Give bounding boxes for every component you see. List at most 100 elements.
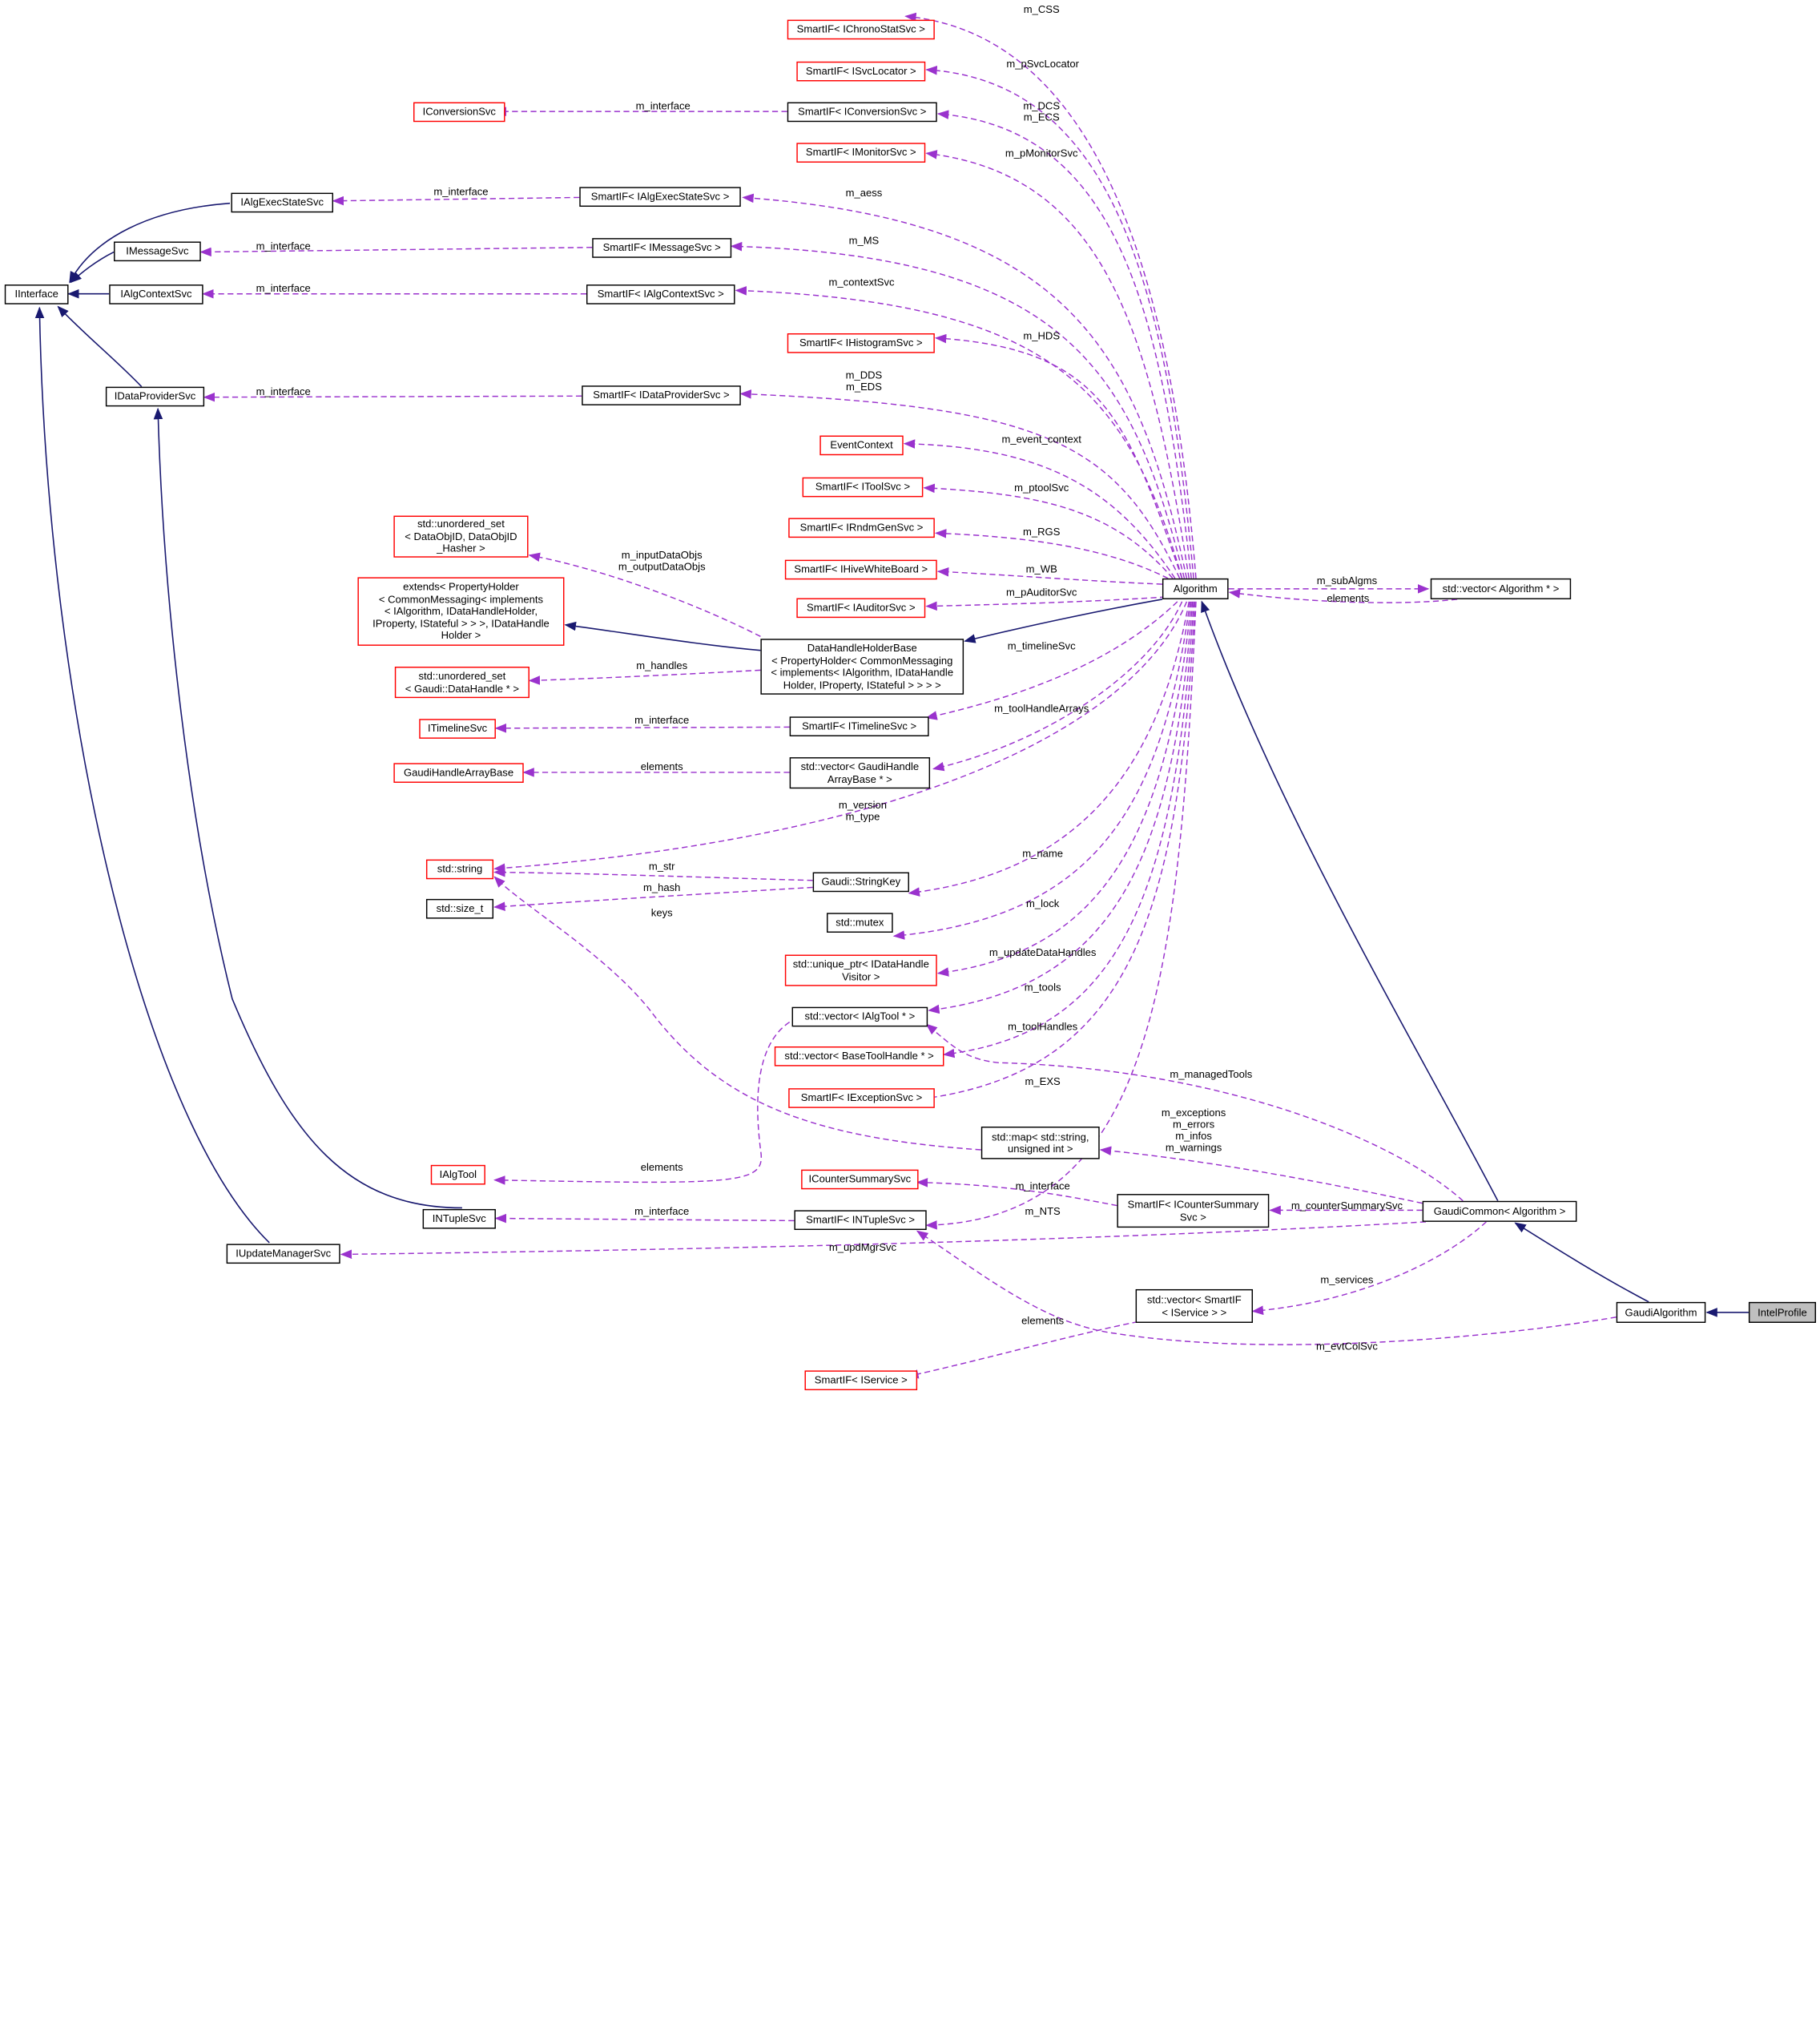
edge-label-m-name: m_name	[1022, 848, 1064, 860]
edge-inherit-imessage	[70, 251, 115, 284]
node-smartif-ihivewhiteboard[interactable]: SmartIF< IHiveWhiteBoard >	[784, 559, 937, 580]
edge-label-m-timelinesvc: m_timelineSvc	[1007, 639, 1076, 652]
edge-inherit-idataprovider	[57, 305, 143, 388]
edge-label-m-lock: m_lock	[1025, 897, 1060, 909]
edge-label-m-interface-timeline: m_interface	[634, 714, 690, 726]
edge-label-elements-services: elements	[1021, 1314, 1065, 1327]
node-ialgcontextsvc[interactable]: IAlgContextSvc	[109, 284, 203, 304]
node-itimelinesvc[interactable]: ITimelineSvc	[419, 719, 496, 739]
node-gaudihandlearraybase[interactable]: GaudiHandleArrayBase	[393, 763, 524, 783]
edge-label-m-contextsvc: m_contextSvc	[828, 276, 895, 288]
edge-label-m-dds-eds: m_DDS m_EDS	[845, 369, 883, 393]
node-std-size-t[interactable]: std::size_t	[425, 898, 494, 919]
node-smartif-ialgcontextsvc[interactable]: SmartIF< IAlgContextSvc >	[586, 284, 735, 304]
node-gaudi-stringkey[interactable]: Gaudi::StringKey	[812, 872, 909, 893]
node-smartif-intuplesvc[interactable]: SmartIF< INTupleSvc >	[794, 1210, 927, 1231]
edge-label-keys: keys	[650, 907, 673, 919]
node-smartif-imessagesvc[interactable]: SmartIF< IMessageSvc >	[592, 238, 732, 258]
node-datahandleholderbase[interactable]: DataHandleHolderBase < PropertyHolder< C…	[760, 639, 964, 695]
node-smartif-icountersummarysvc[interactable]: SmartIF< ICounterSummary Svc >	[1117, 1194, 1270, 1228]
node-iupdatemanagersvc[interactable]: IUpdateManagerSvc	[226, 1244, 340, 1264]
node-algorithm[interactable]: Algorithm	[1162, 578, 1229, 599]
edge-label-m-updmgrsvc: m_updMgrSvc	[828, 1241, 897, 1254]
node-iconversionsvc[interactable]: IConversionSvc	[413, 102, 505, 123]
node-smartif-irndmgensvc[interactable]: SmartIF< IRndmGenSvc >	[788, 518, 935, 538]
edge-inherit-algorithm	[1201, 600, 1499, 1202]
node-gaudialgorithm[interactable]: GaudiAlgorithm	[1616, 1301, 1706, 1323]
edge-label-m-dcs-ecs: m_DCS m_ECS	[1023, 99, 1061, 123]
edge-inherit-gaudicommon	[1514, 1222, 1649, 1303]
edge-label-m-ptoolsvc: m_ptoolSvc	[1014, 482, 1069, 494]
node-unordered-set-datahandle[interactable]: std::unordered_set < Gaudi::DataHandle *…	[394, 667, 529, 699]
edge-label-m-rgs: m_RGS	[1022, 526, 1061, 538]
edge-label-m-pauditorsvc: m_pAuditorSvc	[1005, 586, 1077, 599]
edge-label-m-inputdataobjs: m_inputDataObjs m_outputDataObjs	[618, 549, 706, 573]
node-smartif-idataprovidersvc[interactable]: SmartIF< IDataProviderSvc >	[582, 385, 741, 405]
node-imessagesvc[interactable]: IMessageSvc	[114, 241, 201, 262]
edge-label-m-psvclocator: m_pSvcLocator	[1006, 58, 1079, 70]
node-idataprovidersvc[interactable]: IDataProviderSvc	[105, 386, 205, 407]
node-smartif-ichronostatsvc[interactable]: SmartIF< IChronoStatSvc >	[787, 19, 935, 40]
edge-label-elements-algtool: elements	[640, 1161, 683, 1173]
diagram-edges	[34, 12, 1749, 1379]
node-ialgtool[interactable]: IAlgTool	[430, 1164, 485, 1185]
node-unordered-set-dataobjid[interactable]: std::unordered_set < DataObjID, DataObjI…	[393, 515, 529, 558]
node-vector-basetoolhandle[interactable]: std::vector< BaseToolHandle * >	[774, 1046, 944, 1066]
node-smartif-ialgexecstatesvc[interactable]: SmartIF< IAlgExecStateSvc >	[579, 187, 741, 208]
node-smartif-isvclocator[interactable]: SmartIF< ISvcLocator >	[796, 61, 926, 82]
node-vector-algorithm[interactable]: std::vector< Algorithm * >	[1430, 578, 1572, 599]
edge-label-m-handles: m_handles	[636, 659, 688, 671]
edge-inherit-intuple	[153, 407, 462, 1209]
node-std-map[interactable]: std::map< std::string, unsigned int >	[980, 1127, 1100, 1159]
edge-label-m-updatedatahandles: m_updateDataHandles	[989, 946, 1097, 958]
edge-label-m-css: m_CSS	[1023, 3, 1060, 15]
edge-label-elements-gaudihandle: elements	[640, 760, 683, 772]
node-std-string[interactable]: std::string	[425, 859, 494, 880]
edge-label-m-managedtools: m_managedTools	[1170, 1068, 1253, 1081]
edge-inherit-iupdatemgr	[34, 306, 270, 1244]
edge-label-m-aess: m_aess	[845, 187, 883, 199]
edge-label-m-counters: m_exceptions m_errors m_infos m_warnings	[1161, 1107, 1226, 1154]
node-intelprofile[interactable]: IntelProfile	[1748, 1301, 1817, 1323]
edge-label-m-interface-ntuple: m_interface	[634, 1205, 690, 1218]
node-gaudicommon-algorithm[interactable]: GaudiCommon< Algorithm >	[1422, 1200, 1577, 1222]
node-smartif-iservice[interactable]: SmartIF< IService >	[804, 1370, 918, 1391]
edge-label-m-services: m_services	[1320, 1274, 1374, 1286]
edge-label-m-interface-msg: m_interface	[256, 240, 311, 252]
edge-label-m-pmonitorsvc: m_pMonitorSvc	[1005, 147, 1078, 159]
node-iinterface[interactable]: IInterface	[4, 284, 69, 304]
node-smartif-itimelinesvc[interactable]: SmartIF< ITimelineSvc >	[789, 716, 929, 736]
edge-label-m-exs: m_EXS	[1025, 1075, 1061, 1087]
edge-label-m-version-type: m_version m_type	[838, 799, 888, 823]
edge-label-m-evtcolsvc: m_evtColSvc	[1315, 1340, 1378, 1353]
edge-label-m-toolhandles: m_toolHandles	[1008, 1021, 1078, 1033]
node-ialgexecstatesvc[interactable]: IAlgExecStateSvc	[231, 192, 334, 213]
node-vector-smartif-iservice[interactable]: std::vector< SmartIF < IService > >	[1135, 1288, 1254, 1323]
node-extends-propertyholder[interactable]: extends< PropertyHolder < CommonMessagin…	[357, 577, 565, 646]
node-smartif-ihistogramsvc[interactable]: SmartIF< IHistogramSvc >	[787, 333, 935, 353]
node-smartif-iexceptionsvc[interactable]: SmartIF< IExceptionSvc >	[788, 1088, 935, 1108]
edge-label-m-hds: m_HDS	[1023, 329, 1061, 342]
edge-label-m-interface-countersummary: m_interface	[1015, 1179, 1070, 1192]
edge-label-m-wb: m_WB	[1025, 563, 1057, 575]
node-unique-ptr-idatahandlevisitor[interactable]: std::unique_ptr< IDataHandle Visitor >	[784, 954, 937, 986]
node-vector-ialgtool[interactable]: std::vector< IAlgTool * >	[791, 1006, 928, 1027]
node-intuplesvc[interactable]: INTupleSvc	[422, 1208, 496, 1229]
edge-inherit-extends	[564, 621, 761, 651]
edge-label-m-hash: m_hash	[643, 881, 681, 893]
edge-label-m-ms: m_MS	[848, 234, 880, 247]
node-smartif-iconversionsvc[interactable]: SmartIF< IConversionSvc >	[787, 102, 937, 123]
edge-label-elements-subalgms: elements	[1327, 592, 1370, 604]
node-smartif-iauditorsvc[interactable]: SmartIF< IAuditorSvc >	[796, 598, 926, 619]
node-icountersummarysvc[interactable]: ICounterSummarySvc	[801, 1169, 919, 1190]
node-smartif-itoolsvc[interactable]: SmartIF< IToolSvc >	[802, 477, 924, 498]
edge-label-m-interface-ctx: m_interface	[256, 282, 311, 294]
node-vector-gaudihandlearraybase[interactable]: std::vector< GaudiHandle ArrayBase * >	[789, 757, 931, 789]
node-smartif-imonitorsvc[interactable]: SmartIF< IMonitorSvc >	[796, 143, 926, 163]
node-std-mutex[interactable]: std::mutex	[827, 913, 893, 933]
edge-label-m-str: m_str	[648, 861, 675, 873]
edge-label-m-nts: m_NTS	[1025, 1205, 1061, 1218]
node-eventcontext[interactable]: EventContext	[819, 435, 904, 456]
edge-label-m-event-context: m_event_context	[1001, 433, 1081, 446]
